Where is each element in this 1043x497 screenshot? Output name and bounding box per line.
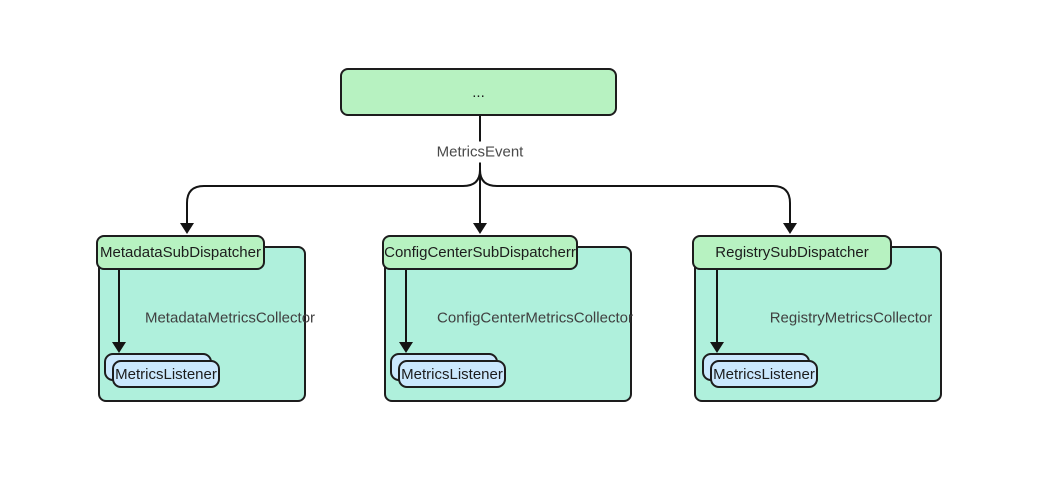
dispatcher-node-configcenter: ConfigCenterSubDispatcherr (382, 235, 578, 270)
listener-label-configcenter: MetricsListener (401, 365, 503, 383)
edge-root-to-registry (479, 116, 791, 224)
listener-label-registry: MetricsListener (713, 365, 815, 383)
edge-root-to-metadata (186, 116, 481, 224)
listener-node-registry: MetricsListener (710, 360, 818, 388)
arrowhead-metadata (180, 223, 194, 234)
root-node: ... (340, 68, 617, 116)
arrowhead-configcenter (473, 223, 487, 234)
dispatcher-label-metadata: MetadataSubDispatcher (100, 244, 261, 261)
arrowhead-registry-listener (710, 342, 724, 353)
listener-node-metadata: MetricsListener (112, 360, 220, 388)
dispatcher-node-metadata: MetadataSubDispatcher (96, 235, 265, 270)
collector-label-configcenter: ConfigCenterMetricsCollector (437, 309, 633, 327)
collector-label-metadata: MetadataMetricsCollector (144, 309, 316, 327)
root-node-label: ... (472, 83, 485, 101)
listener-node-configcenter: MetricsListener (398, 360, 506, 388)
dispatcher-label-registry: RegistrySubDispatcher (715, 244, 869, 261)
dispatcher-node-registry: RegistrySubDispatcher (692, 235, 892, 270)
collector-label-registry: RegistryMetricsCollector (769, 309, 933, 327)
listener-label-metadata: MetricsListener (115, 365, 217, 383)
arrowhead-metadata-listener (112, 342, 126, 353)
arrowhead-configcenter-listener (399, 342, 413, 353)
arrowhead-registry (783, 223, 797, 234)
dispatcher-label-configcenter: ConfigCenterSubDispatcherr (384, 244, 576, 261)
edge-label-metrics-event: MetricsEvent (430, 141, 530, 163)
